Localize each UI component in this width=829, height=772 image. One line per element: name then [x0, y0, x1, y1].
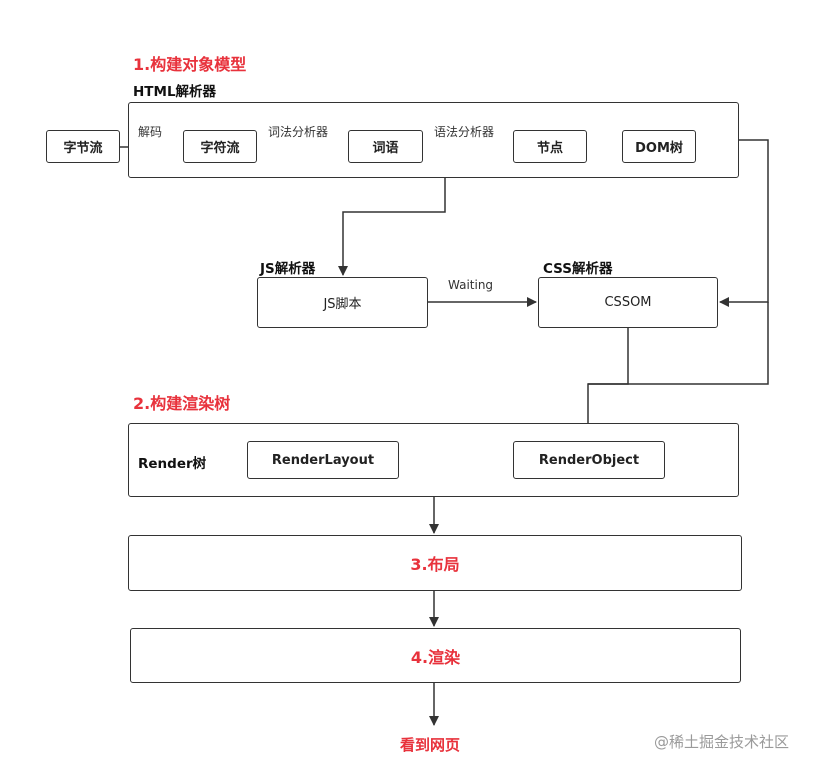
node-char-stream: 字符流: [183, 130, 257, 163]
node-tokens: 词语: [348, 130, 423, 163]
stage1-title: 1.构建对象模型: [133, 55, 247, 74]
node-render-object: RenderObject: [513, 441, 665, 479]
arrow-dom-to-cssom: [719, 139, 769, 307]
stage4-label: 4.渲染: [410, 647, 461, 667]
arrow-cssom-to-render: [583, 328, 629, 439]
html-parser-label: HTML解析器: [133, 84, 217, 100]
stage2-title: 2.构建渲染树: [133, 394, 231, 413]
stage4-paint-box: 4.渲染: [130, 628, 741, 683]
edge-label-lexer: 词法分析器: [268, 125, 329, 139]
node-render-layout: RenderLayout: [247, 441, 399, 479]
node-nodes: 节点: [513, 130, 587, 163]
node-byte-stream: 字节流: [46, 130, 120, 163]
arrow-tokens-to-js: [338, 147, 446, 276]
watermark: @稀土掘金技术社区: [654, 733, 790, 751]
node-dom-tree: DOM树: [622, 130, 696, 163]
edge-label-waiting: Waiting: [448, 278, 494, 292]
node-cssom: CSSOM: [538, 277, 718, 328]
node-js-script: JS脚本: [257, 277, 428, 328]
edge-label-syntax-parser: 语法分析器: [434, 125, 495, 139]
result-label: 看到网页: [400, 736, 461, 754]
css-parser-label: CSS解析器: [543, 261, 613, 277]
line-dom-to-render: [588, 302, 769, 385]
stage3-layout-box: 3.布局: [128, 535, 742, 591]
js-parser-label: JS解析器: [260, 261, 316, 277]
stage3-label: 3.布局: [410, 555, 460, 574]
edge-label-decode: 解码: [138, 125, 163, 139]
render-tree-label: Render树: [138, 456, 207, 472]
